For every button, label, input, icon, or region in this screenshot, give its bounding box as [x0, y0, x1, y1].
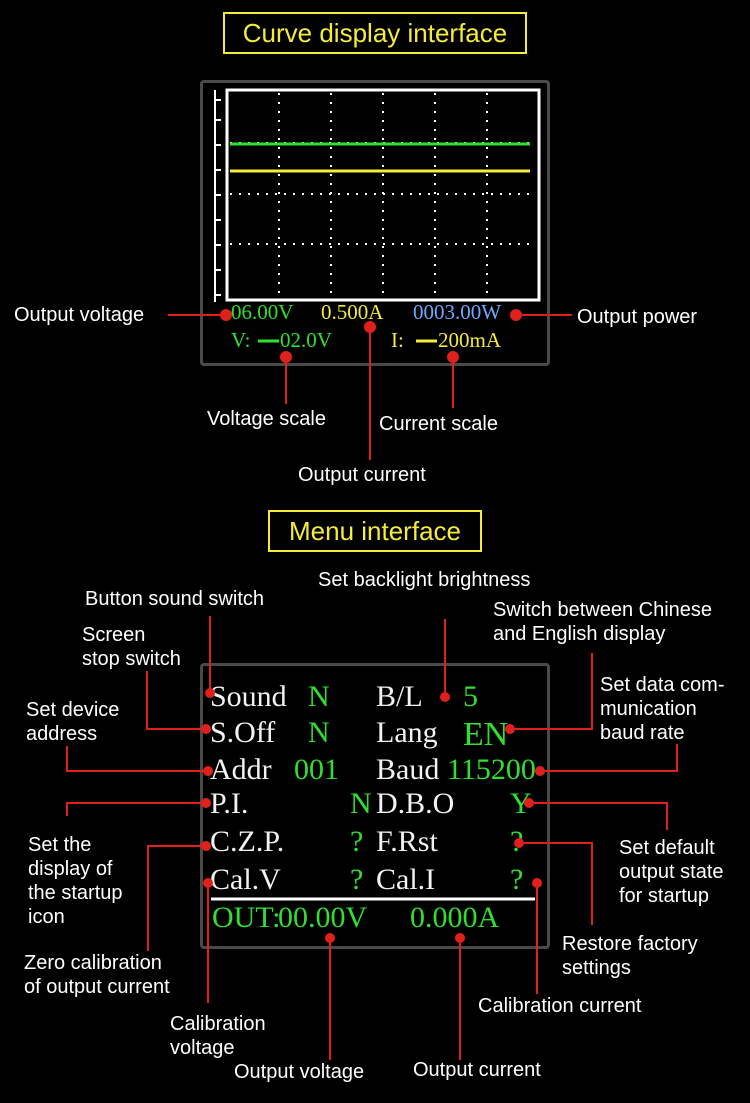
plot-frame [225, 88, 541, 302]
menu-row-left-value: N [308, 680, 330, 713]
label-output-power: Output power [577, 306, 698, 328]
label-factory-2: settings [562, 957, 631, 979]
menu-row-left-value: 001 [294, 753, 339, 786]
label-lang-2: and English display [493, 623, 666, 645]
label-startup-icon-3: the startup [28, 882, 123, 904]
menu-row-left-value: N [308, 716, 330, 749]
menu-row-right-value: 5 [463, 680, 478, 713]
curve-title: Curve display interface [223, 12, 527, 54]
label-baud-3: baud rate [600, 722, 685, 744]
menu-row-right-value: 115200 [447, 753, 536, 786]
label-zero-cal-2: of output current [24, 976, 170, 998]
menu-row-left-key: Addr [210, 753, 272, 786]
label-output-voltage: Output voltage [14, 304, 145, 326]
label-factory-1: Restore factory [562, 933, 698, 955]
label-menu-out-current: Output current [413, 1059, 541, 1081]
label-cal-voltage-2: voltage [170, 1037, 235, 1059]
menu-row-right-key: B/L [376, 680, 423, 713]
label-output-current: Output current [298, 464, 426, 486]
left-axis-ticks [215, 99, 221, 296]
label-startup-icon-2: display of [28, 858, 113, 880]
label-address-1: Set device [26, 699, 120, 721]
curve-power-readout: 0003.00W [413, 300, 502, 324]
menu-row-right-key: D.B.O [376, 787, 455, 820]
menu-out-label: OUT: [212, 901, 281, 934]
menu-row-left-value: ? [350, 825, 364, 858]
label-screen-stop-1: Screen [82, 624, 146, 646]
menu-row-left-key: Sound [210, 680, 287, 713]
label-zero-cal-1: Zero calibration [24, 952, 162, 974]
label-cal-current: Calibration current [478, 995, 642, 1017]
menu-out-current: 0.000A [410, 901, 500, 934]
current-scale-value: 200mA [438, 328, 501, 352]
current-scale-prefix: I: [391, 328, 404, 352]
label-address-2: address [26, 723, 98, 745]
label-default-out-2: output state [619, 861, 724, 883]
label-default-out-1: Set default [619, 837, 715, 859]
label-voltage-scale: Voltage scale [207, 408, 326, 430]
label-startup-icon-4: icon [28, 906, 65, 928]
label-screen-stop-2: stop switch [82, 648, 181, 670]
menu-row-left-value: ? [350, 863, 364, 896]
menu-row-right-value: Y [510, 787, 532, 820]
label-lang-1: Switch between Chinese [493, 599, 713, 621]
voltage-scale-value: 02.0V [280, 328, 332, 352]
menu-row-right-key: Baud [376, 753, 440, 786]
menu-row-left-value: N [350, 787, 372, 820]
label-baud-1: Set data com- [600, 674, 725, 696]
label-backlight: Set backlight brightness [318, 569, 531, 591]
curve-voltage-readout: 06.00V [231, 300, 294, 324]
menu-row-right-value: EN [463, 716, 509, 753]
menu-row-right-key: F.Rst [376, 825, 438, 858]
menu-row-right-key: Cal.I [376, 863, 436, 896]
curve-callouts [168, 309, 572, 460]
label-cal-voltage-1: Calibration [170, 1013, 266, 1035]
menu-screen [200, 663, 550, 949]
menu-row-right-key: Lang [376, 716, 438, 749]
menu-row-left-key: S.Off [210, 716, 276, 749]
menu-row-right-value: ? [510, 863, 524, 896]
curve-screen [200, 80, 550, 366]
menu-out-voltage: 00.00V [278, 901, 368, 934]
label-current-scale: Current scale [379, 413, 498, 435]
menu-row-left-key: C.Z.P. [210, 825, 285, 858]
label-menu-out-voltage: Output voltage [234, 1061, 365, 1083]
voltage-scale-prefix: V: [231, 328, 251, 352]
curve-current-readout: 0.500A [321, 300, 384, 324]
label-baud-2: munication [600, 698, 697, 720]
menu-row-left-key: P.I. [210, 787, 249, 820]
label-startup-icon-1: Set the [28, 834, 92, 856]
menu-row-left-key: Cal.V [210, 863, 281, 896]
label-default-out-3: for startup [619, 885, 710, 907]
label-button-sound: Button sound switch [85, 588, 264, 610]
menu-title: Menu interface [268, 510, 482, 552]
